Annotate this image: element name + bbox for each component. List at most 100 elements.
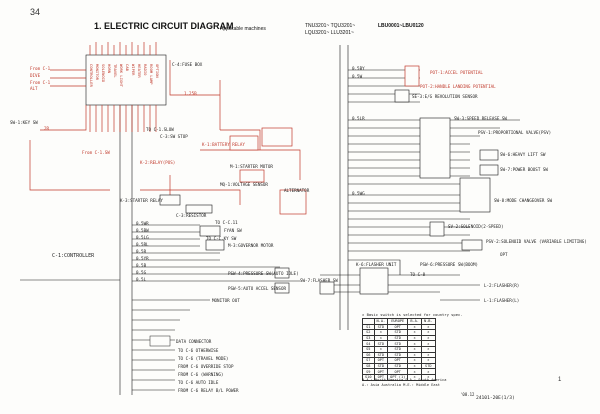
battery-relay-box — [229, 135, 259, 151]
table-cell: STD — [387, 329, 409, 336]
from-c6-relay-label: FROM C-6 RELAY B/L POWER — [178, 388, 239, 393]
table-cell: EUROPE — [387, 318, 409, 325]
to-c6-otherwise-label: TO C-6 OTHERWISE — [178, 348, 219, 353]
fuse-label: CAB — [125, 64, 130, 71]
to-c-ky-label: TO C-C.KY SW — [206, 236, 237, 241]
resistor-label: C-3:RESISTOR — [176, 213, 207, 218]
to-c6-travel-label: TO C-6 (TRAVEL MODE) — [178, 356, 229, 361]
table-cell: × — [420, 340, 436, 347]
pressure-sw-box — [274, 267, 290, 279]
fuse-box-label: C-4:FUSE BOX — [172, 62, 203, 67]
power-boost-label: SW-7:POWER BOOST SW — [500, 167, 548, 172]
table-cell: STD — [387, 346, 409, 353]
table-cell: STD — [387, 340, 409, 347]
from-c6-override-label: FROM C-6 OVERRIDE STOP — [178, 364, 234, 369]
wire-label: 0.5G — [136, 270, 147, 275]
fuse-label: RADIO — [143, 64, 148, 76]
battery-box — [261, 127, 293, 147]
speed-release-block — [419, 117, 451, 179]
solenoid-box — [429, 221, 445, 237]
landing-pot-label: POT-2:HANDLE LANDING POTENTIAL — [420, 84, 496, 89]
wire-label: 0.5LR — [352, 116, 365, 121]
table-cell: STD — [420, 362, 436, 370]
alternator-label: ALTERNATOR — [284, 188, 310, 193]
voltage-sensor-label: MQ-1:VOLTAGE SENSOR — [220, 182, 268, 187]
starter-motor-box — [239, 169, 265, 183]
fyan-sw-box — [199, 225, 221, 237]
accel-pot-label: POT-1:ACCEL POTENTIAL — [430, 70, 483, 75]
revolution-sensor-box — [394, 89, 410, 103]
table-legend: A.: Asia Australia M.E.: Middle East — [362, 383, 440, 387]
relay-pos-label: K-2:RELAY(POS) — [140, 160, 176, 165]
wire-label: 0.5LG — [136, 235, 149, 240]
heavy-lift-label: SW-6:HEAVY LIFT SW — [500, 152, 546, 157]
key-sw-feed — [40, 105, 87, 131]
data-connector-box — [149, 335, 171, 347]
starter-relay-box — [159, 194, 181, 206]
heavy-lift-box — [479, 149, 499, 161]
to-c011-label: TO C-C.11 — [215, 220, 238, 225]
prop-valve-label: PSV-1:PROPORTIONAL VALVE(PSV) — [478, 130, 552, 135]
controller-output-lines — [132, 224, 300, 282]
mid-right-lines — [348, 194, 470, 252]
from-c1-feeds — [50, 69, 86, 87]
table-cell: × — [420, 357, 436, 364]
table-cell: OPT — [387, 368, 409, 375]
revolution-sensor-label: SE-3:E/G REVOLUTION SENSOR — [412, 94, 478, 99]
table-legend: N.A.: North America S.A.: South America — [362, 378, 447, 382]
key-sw-label: SW-1:KEY SW — [10, 120, 38, 125]
key-sw-loop — [29, 140, 110, 191]
monitor-out-label: MONITOR OUT — [212, 298, 240, 303]
table-cell: STD — [387, 334, 409, 342]
table-cell: × — [420, 373, 436, 381]
table-cell: × — [420, 368, 436, 375]
flasher-unit-box — [359, 267, 389, 295]
page-title: 1. ELECTRIC CIRCUIT DIAGRAM — [94, 21, 234, 31]
to-c8-label: TO C-8 — [410, 272, 426, 277]
wire-label: 0.5B — [136, 263, 147, 268]
wire-label: 0.5R — [136, 249, 147, 254]
stop-label: C-3:SW STOP — [160, 134, 188, 139]
wire-label: 0.5YR — [136, 256, 149, 261]
footer-date: '08.12 — [460, 392, 475, 397]
table-cell: STD — [387, 362, 409, 370]
battery-relay-label: K-1:BATTERY RELAY — [202, 142, 245, 147]
alt-label: ALT — [30, 86, 38, 91]
flasher-sw-box — [319, 281, 335, 295]
table-row: S5×STD×× — [362, 346, 436, 353]
wire-label: 0.5W — [352, 74, 363, 79]
wire-label: 0.5RL — [136, 242, 149, 247]
fyan-sw-label: FYAN SW — [224, 228, 242, 233]
pressure-sw-label: PSW-4:PRESSURE SW(AUTO IDLE) — [228, 271, 299, 276]
table-cell: OPT — [387, 323, 409, 331]
wire-label: 0.5BW — [136, 228, 149, 233]
governor-motor-label: M-3:GOVERNOR MOTOR — [228, 243, 274, 248]
flasher-l-label: L-1:FLASHER(L) — [484, 298, 520, 303]
alternator-box — [279, 189, 307, 215]
table-cell: N.B. — [420, 318, 436, 325]
table-caption: × Basic switch is selected for country s… — [362, 312, 463, 317]
machines-line-1: TNU3201~ TQU3201~ — [305, 23, 356, 29]
flasher-lines — [320, 259, 460, 293]
machines-line-2: LQU3201~ LLU3201~ — [305, 30, 354, 36]
c1-controller-label: C-1:CONTROLLER — [52, 253, 95, 259]
battery-relay-feed — [220, 129, 261, 150]
solenoid-label: SV-2:SOLENOID(2-SPEED) — [448, 224, 504, 229]
power-boost-box — [479, 164, 499, 176]
flasher-unit-label: K-6:FLASHER UNIT — [356, 262, 397, 267]
starter-relay-label: K-3:STARTER RELAY — [120, 198, 163, 203]
governor-motor-box — [205, 239, 225, 251]
flasher-r-label: L-2:FLASHER(R) — [484, 283, 520, 288]
fuse-label: WIPER — [131, 64, 136, 76]
accel-sensor-box — [274, 282, 290, 294]
fuse-label: OPTION — [155, 64, 160, 78]
to-c6-auto-label: TO C-6 AUTO IDLE — [178, 380, 219, 385]
table-cell: OPT — [387, 357, 409, 364]
footer-code: 24101-20E(1/3) — [476, 396, 515, 401]
